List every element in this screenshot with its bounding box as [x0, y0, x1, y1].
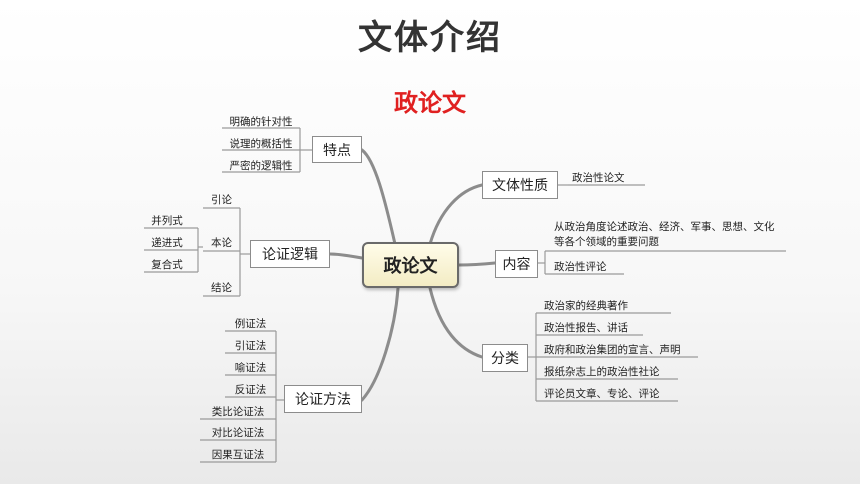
- link-central-fangfa: [360, 286, 400, 402]
- link-central-tedian: [360, 148, 397, 246]
- leaf-luoji-yinlun: 引论: [211, 194, 232, 206]
- leaf-fangfa-6: 对比论证法: [211, 426, 265, 439]
- leaf-luoji-benlun: 本论: [211, 237, 232, 249]
- leaf-tedian-1: 明确的针对性: [229, 115, 293, 128]
- leaf-fangfa-7: 因果互证法: [211, 448, 265, 461]
- branch-neirong[interactable]: 内容: [495, 250, 538, 278]
- diagram-title: 政论文: [394, 89, 466, 117]
- leaf-fenlei-3: 政府和政治集团的宣言、声明: [544, 343, 681, 356]
- leaf-fenlei-5: 评论员文章、专论、评论: [544, 387, 660, 400]
- branch-tedian[interactable]: 特点: [312, 136, 362, 163]
- leaf-fangfa-5: 类比论证法: [211, 405, 265, 418]
- branch-xingzhi[interactable]: 文体性质: [482, 171, 558, 199]
- leaf-fenlei-2: 政治性报告、讲话: [544, 321, 628, 334]
- leaf-luoji-jielun: 结论: [211, 282, 232, 294]
- branch-fangfa[interactable]: 论证方法: [284, 385, 362, 413]
- leaf-fangfa-2: 引证法: [234, 339, 267, 352]
- branch-fenlei[interactable]: 分类: [482, 344, 528, 372]
- link-central-xingzhi: [428, 183, 484, 246]
- central-node[interactable]: 政论文: [362, 242, 459, 288]
- leaf-neirong-2: 政治性评论: [554, 260, 607, 273]
- leaf-fangfa-4: 反证法: [234, 383, 267, 396]
- leaf-fenlei-4: 报纸杂志上的政治性社论: [544, 365, 660, 378]
- link-central-fenlei: [428, 286, 484, 359]
- leaf-tedian-2: 说理的概括性: [229, 137, 293, 150]
- leaf-fangfa-3: 喻证法: [234, 361, 267, 374]
- leaf-benlun-2: 递进式: [151, 236, 183, 249]
- leaf-xingzhi-1: 政治性论文: [572, 171, 625, 184]
- link-central-neirong: [457, 261, 497, 267]
- leaf-fangfa-1: 例证法: [234, 317, 267, 330]
- leaf-neirong-1: 从政治角度论述政治、经济、军事、思想、文化等各个领域的重要问题: [554, 221, 775, 248]
- page-title: 文体介绍: [358, 18, 502, 58]
- branch-luoji[interactable]: 论证逻辑: [250, 240, 330, 268]
- leaf-fenlei-1: 政治家的经典著作: [544, 299, 628, 312]
- leaf-tedian-3: 严密的逻辑性: [229, 159, 293, 172]
- leaf-benlun-1: 并列式: [151, 214, 183, 227]
- leaf-benlun-3: 复合式: [151, 258, 183, 271]
- link-central-luoji: [328, 252, 364, 260]
